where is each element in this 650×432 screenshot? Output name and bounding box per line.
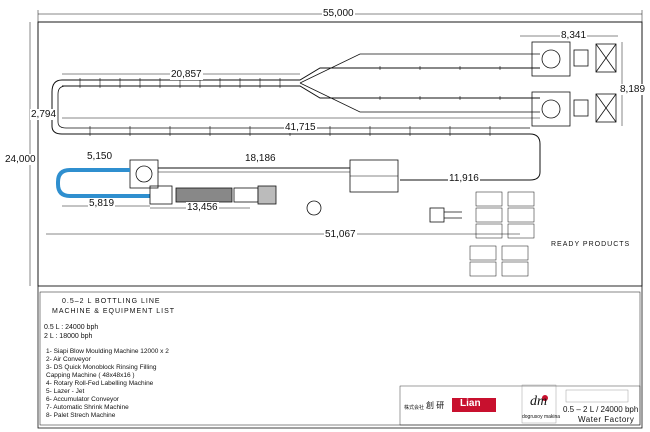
company-small: 株式会社 — [404, 405, 425, 411]
dim-right-side: 8,189 — [619, 84, 647, 95]
filling-monoblock — [129, 159, 159, 189]
dim-5819: 5,819 — [88, 198, 116, 209]
shrink-machine — [175, 187, 233, 203]
blow-moulding-machine-top — [531, 41, 617, 77]
legend-item: 4- Rotary Roll-Fed Labelling Machine — [46, 380, 154, 387]
logo-box — [521, 384, 557, 424]
dim-overall-width: 55,000 — [322, 8, 355, 19]
legend-capacity-1: 0.5 L : 24000 bph — [44, 324, 99, 331]
ready-products-pallets — [469, 191, 535, 277]
air-conveyor-blue — [56, 168, 150, 198]
legend-item: 3- DS Quick Monoblock Rinsing Filling — [46, 364, 157, 371]
brand-red-box — [452, 398, 496, 412]
project-name: Water Factory — [578, 415, 635, 424]
title-block-frame — [399, 385, 641, 426]
capacity-box — [565, 389, 629, 403]
dim-line-middle: 41,715 — [284, 122, 317, 133]
dim-left-gap: 2,794 — [30, 109, 58, 120]
left-loop-inner — [57, 85, 67, 129]
logo-mark: dm — [530, 394, 547, 409]
legend-item: 1- Siapi Blow Moulding Machine 12000 x 2 — [46, 348, 169, 355]
dim-line-upper: 20,857 — [170, 69, 203, 80]
ready-products-label: READY PRODUCTS — [551, 241, 631, 248]
right-drop-conveyor — [400, 133, 541, 181]
conveyor-ticks — [79, 66, 501, 136]
logo-dot — [542, 395, 548, 401]
legend-capacity-2: 2 L : 18000 bph — [44, 333, 93, 340]
dim-overall-height: 24,000 — [4, 154, 37, 165]
upper-conveyor-return — [62, 85, 540, 99]
labelling-machine — [149, 185, 173, 205]
dim-11916: 11,916 — [448, 173, 480, 184]
company-chars: 創 研 — [426, 401, 445, 410]
dim-13456: 13,456 — [186, 202, 219, 213]
legend-item: 2- Air Conveyor — [46, 356, 91, 363]
brand-sub: dogrusoy makina — [522, 414, 561, 420]
dim-right-top: 8,341 — [560, 30, 588, 41]
legend-item: 5- Lazer - Jet — [46, 388, 85, 395]
shrink-tunnel — [233, 187, 259, 203]
upper-conveyor — [62, 67, 540, 81]
dim-51067: 51,067 — [324, 229, 357, 240]
legend-item: 8- Palet Strech Machine — [46, 412, 116, 419]
dim-18186: 18,186 — [244, 153, 277, 164]
forklift-icon — [429, 207, 445, 223]
brand-red-text: Lian — [460, 398, 481, 409]
legend-item: 6- Accumulator Conveyor — [46, 396, 119, 403]
legend-title-2: MACHINE & EQUIPMENT LIST — [52, 308, 176, 315]
legend-item: Capping Machine ( 48x48x16 ) — [46, 372, 135, 379]
dim-5150: 5,150 — [86, 151, 114, 162]
legend-title-1: 0.5–2 L BOTTLING LINE — [62, 298, 161, 305]
capacity-text: 0.5 – 2 L / 24000 bph — [563, 405, 639, 414]
pallet-wrapper-icon — [306, 200, 322, 216]
palet-stretch-machine — [257, 185, 277, 205]
legend-frame — [39, 291, 641, 426]
v-merge-conveyor — [299, 53, 540, 113]
blow-moulding-machine-bottom — [531, 91, 617, 127]
filler-carousel — [135, 165, 153, 183]
legend-item: 7- Automatic Shrink Machine — [46, 404, 129, 411]
